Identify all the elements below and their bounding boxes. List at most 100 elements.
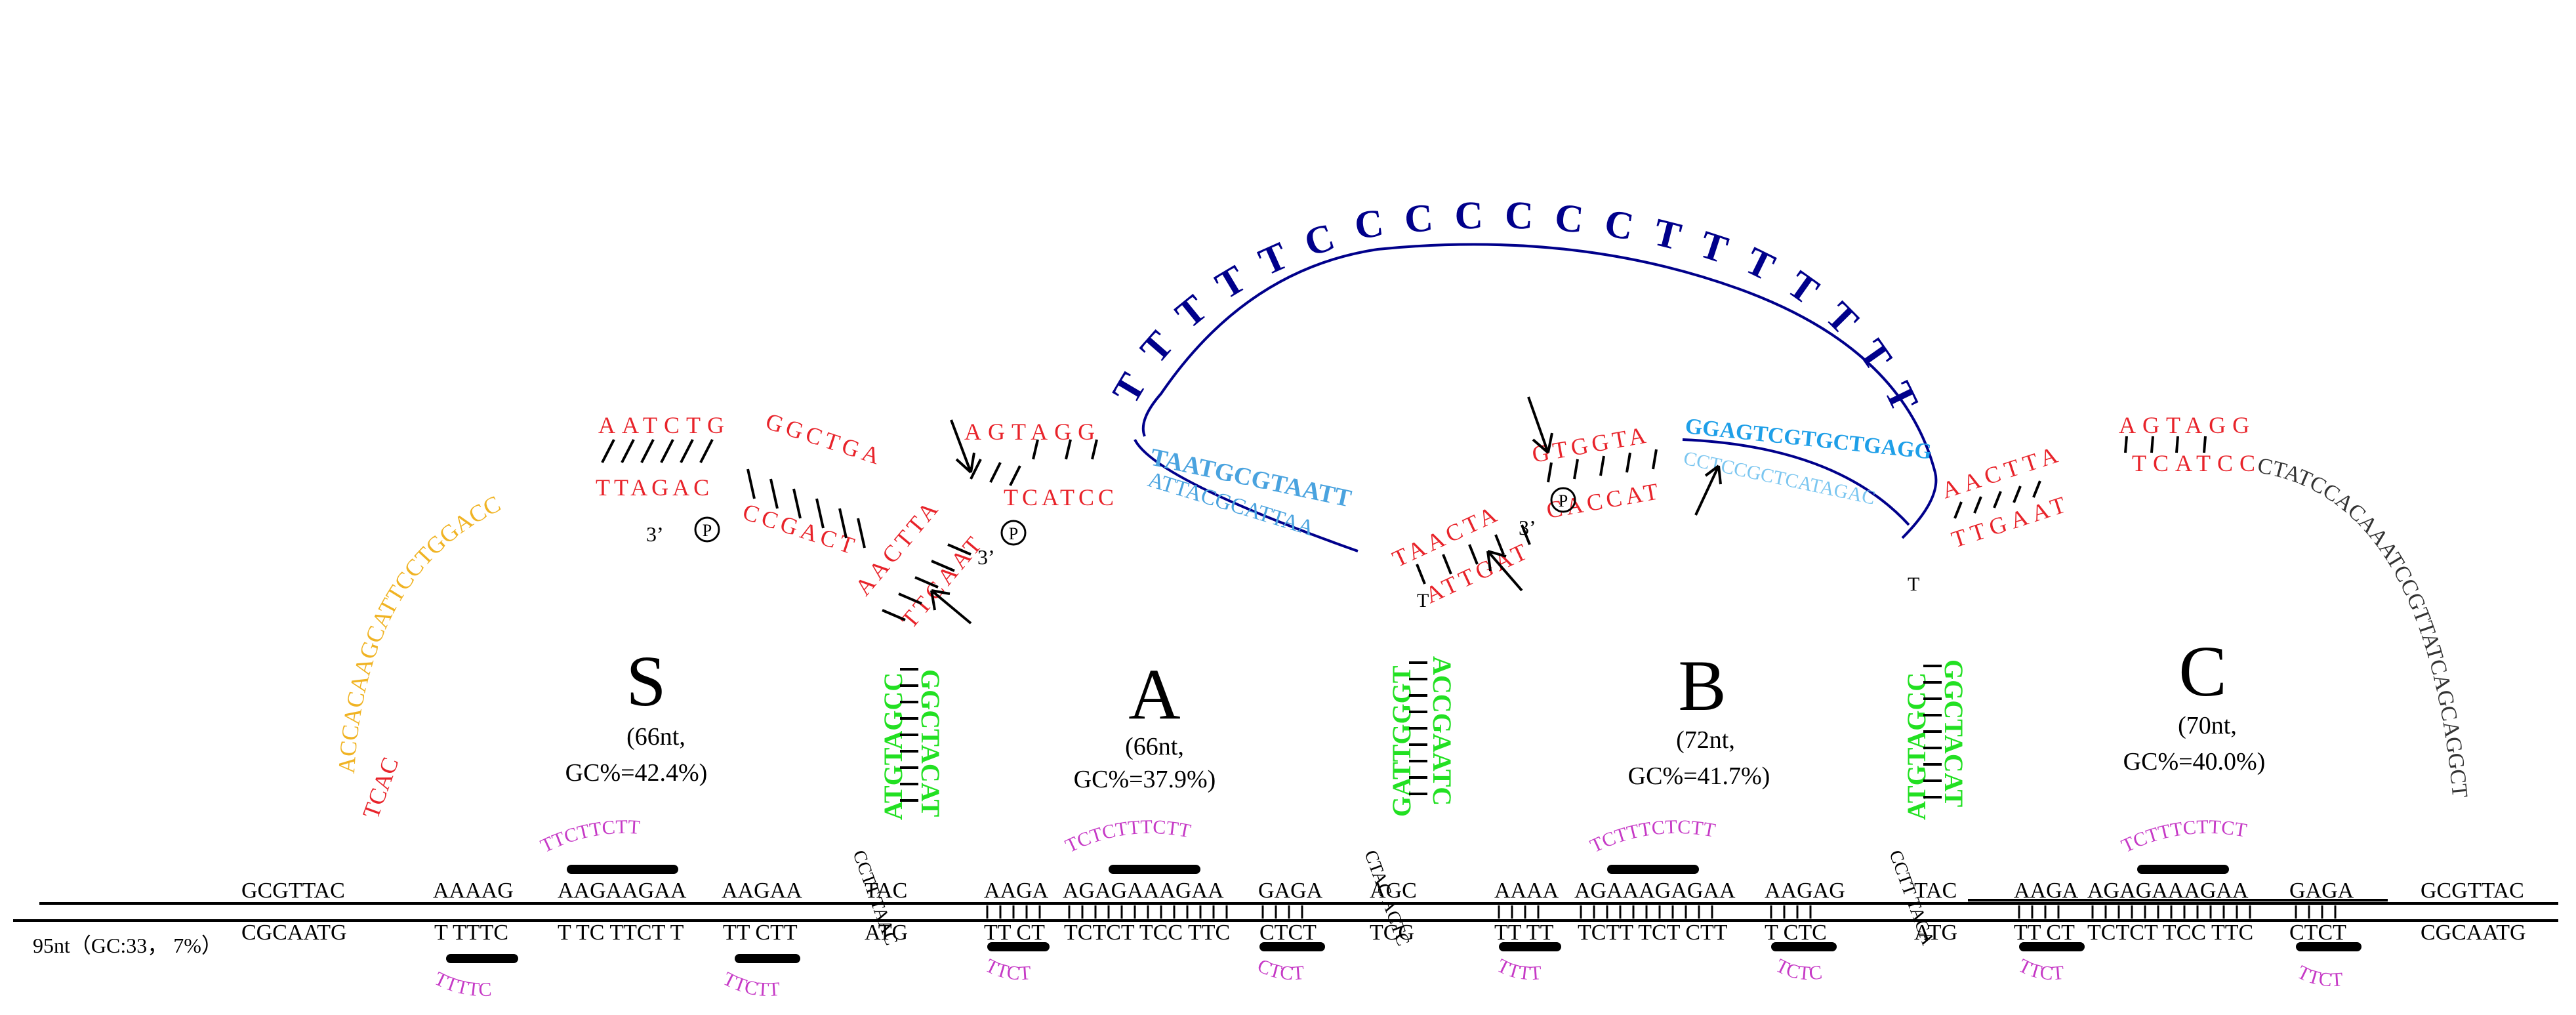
red-tcac: TCAC	[358, 754, 403, 822]
top-strand-sequences: GCGTTAC AAAAG AAGAAGAA AAGAA TAC AAGA AG…	[241, 879, 2524, 903]
third-strand-arcs: TTCTTCTT TCTCTTTCTT TCTTTCTCTT TCTTTCTTC…	[431, 816, 2344, 1001]
phosphate-label: P	[703, 521, 712, 540]
bottom-seq: T TC TTCT T	[558, 921, 684, 945]
domain-gc: GC%=37.9%)	[1074, 766, 1216, 793]
helix-strand: GGCTGA	[763, 408, 887, 471]
helix-strand: AATCTG	[598, 412, 731, 438]
third-strand-above: TCTTTCTCTT	[1587, 816, 1717, 857]
third-strand-above: TCTCTTTCTT	[1062, 816, 1193, 857]
navy-right-backbone	[1682, 438, 1910, 526]
domain-gc: GC%=40.0%)	[2123, 748, 2266, 776]
three-prime-labels: 3’ 3’ 3’	[646, 516, 1536, 569]
top-seq: AAAAG	[433, 879, 514, 903]
phosphate-label: P	[1009, 524, 1018, 543]
top-seq: AAGAG	[1765, 879, 1845, 903]
third-strand-below: TTCTT	[720, 968, 781, 1001]
bottom-seq: T TTTC	[434, 921, 508, 945]
domain-letter: C	[2178, 631, 2226, 711]
helix-pair-bars	[601, 436, 2207, 621]
green-stems: ATGTAGCC GGCTACAT GATTGGGT ACCGAATC ATGT…	[878, 656, 1969, 820]
arrow-icon	[1694, 465, 1722, 516]
domain-letter: S	[626, 641, 666, 721]
top-seq: AGAGAAAGAA	[1063, 879, 1224, 903]
third-strand-below: TTCT	[2015, 955, 2065, 984]
nick-arrows	[930, 396, 1722, 625]
stem-strand: ACCGAATC	[1427, 656, 1457, 806]
phosphate-circle	[1550, 487, 1576, 513]
bottom-seq: CTCT	[2289, 921, 2346, 945]
cyan-strands: TAATGCGTAATT ATTACGCATTAA GGAGTCGTGCTGAG…	[1145, 414, 1933, 541]
domain-length: (70nt,	[2178, 712, 2237, 739]
orange-arc-sequence: ACCACAAGCATTCCTGGACC	[333, 490, 504, 774]
helix-strand: TCATCC	[2132, 450, 2262, 476]
helix-strand: TTGAAT	[1948, 489, 2074, 552]
triplex-dots-above	[567, 865, 2229, 874]
third-strand-above: TTCTTCTT	[537, 816, 640, 857]
bottom-seq: ATG	[1914, 921, 1957, 945]
helix-strand: AACTTA	[1938, 440, 2066, 504]
third-strand-below: TTTT	[1494, 955, 1542, 984]
helix-strand: AGTAGG	[2119, 412, 2256, 438]
stem-strand: GATTGGGT	[1387, 665, 1416, 817]
third-strand-above: TCTTTCTTCT	[2118, 816, 2248, 857]
bottom-seq: CGCAATG	[2421, 921, 2526, 945]
helix-strand: TCATCC	[1004, 484, 1118, 510]
top-seq: AGAGAAAGAA	[2087, 879, 2249, 903]
bottom-seq: TCTCT TCC TTC	[1064, 921, 1230, 945]
bottom-seq: CTCT	[1259, 921, 1317, 945]
domain-gc: GC%=42.4%)	[565, 759, 708, 787]
bottom-seq: T CTC	[1765, 921, 1827, 945]
stem-pairs	[900, 661, 1942, 802]
top-seq: AGAAAGAGAA	[1574, 879, 1736, 903]
bottom-seq: CGCAATG	[241, 921, 347, 945]
length-label: 95nt（GC:33， 7%）	[33, 934, 222, 957]
top-seq: AAGA	[984, 879, 1049, 903]
t-label: T	[1908, 573, 1919, 595]
three-prime: 3’	[977, 545, 995, 569]
domain-labels: S (66nt, GC%=42.4%) A (66nt, GC%=37.9%) …	[565, 631, 2266, 793]
phosphate-circle	[1000, 520, 1027, 546]
helix-strand: AGTAGG	[964, 419, 1101, 445]
domain-letter: A	[1128, 654, 1180, 734]
bottom-seq: TT CT	[984, 921, 1045, 945]
domain-letter: B	[1678, 646, 1726, 726]
triplex-dots-below	[446, 942, 2361, 963]
third-strand-below: TCTC	[1772, 955, 1824, 984]
stem-strand: GGCTACAT	[916, 669, 945, 818]
top-seq: TAC	[865, 879, 907, 903]
third-strand-below: TTTTC	[431, 968, 492, 1001]
bottom-seq: TT CT	[2014, 921, 2075, 945]
arrow-icon	[1527, 396, 1553, 454]
arrow-icon	[930, 589, 972, 625]
bottom-strand-sequences: CGCAATG T TTTC T TC TTCT T TT CTT ATG TT…	[241, 921, 2526, 945]
bottom-seq: TCTT TCT CTT	[1578, 921, 1728, 945]
top-seq: GAGA	[2289, 879, 2354, 903]
bottom-seq: ATG	[865, 921, 908, 945]
third-strand-below: TTCT	[982, 955, 1032, 984]
bottom-seq: TT CTT	[723, 921, 798, 945]
arrow-icon	[950, 419, 975, 474]
top-seq: AAAA	[1494, 879, 1559, 903]
t-label: T	[1417, 590, 1429, 611]
phosphate-markers: P P P	[694, 487, 1576, 546]
navy-loop-outline	[1141, 243, 1938, 539]
domain-length: (72nt,	[1676, 726, 1735, 754]
phosphate-circle	[694, 516, 720, 543]
top-seq: GCGTTAC	[2421, 879, 2524, 903]
navy-loop-sequence: TTTTTCCCCCCCTTTTTTT	[1104, 193, 1936, 436]
arrow-icon	[1486, 550, 1523, 592]
top-seq: AGC	[1370, 879, 1417, 903]
right-arc-sequence: CTATCCACAAATCCGTTATCAGCAGGCT	[2256, 453, 2472, 798]
stem-strand: ATGTAGCC	[878, 673, 908, 820]
bottom-seq: TCTCT TCC TTC	[2087, 921, 2253, 945]
third-strand-below: CTCT	[1254, 955, 1305, 984]
three-prime: 3’	[646, 522, 664, 546]
navy-left-backbone	[1134, 439, 1359, 552]
single-nucleotides: T T	[1417, 573, 1919, 611]
domain-length: (66nt,	[1125, 733, 1184, 760]
three-prime: 3’	[1519, 516, 1536, 539]
domain-length: (66nt,	[626, 723, 685, 751]
stem-strand: ATGTAGCC	[1902, 673, 1931, 820]
